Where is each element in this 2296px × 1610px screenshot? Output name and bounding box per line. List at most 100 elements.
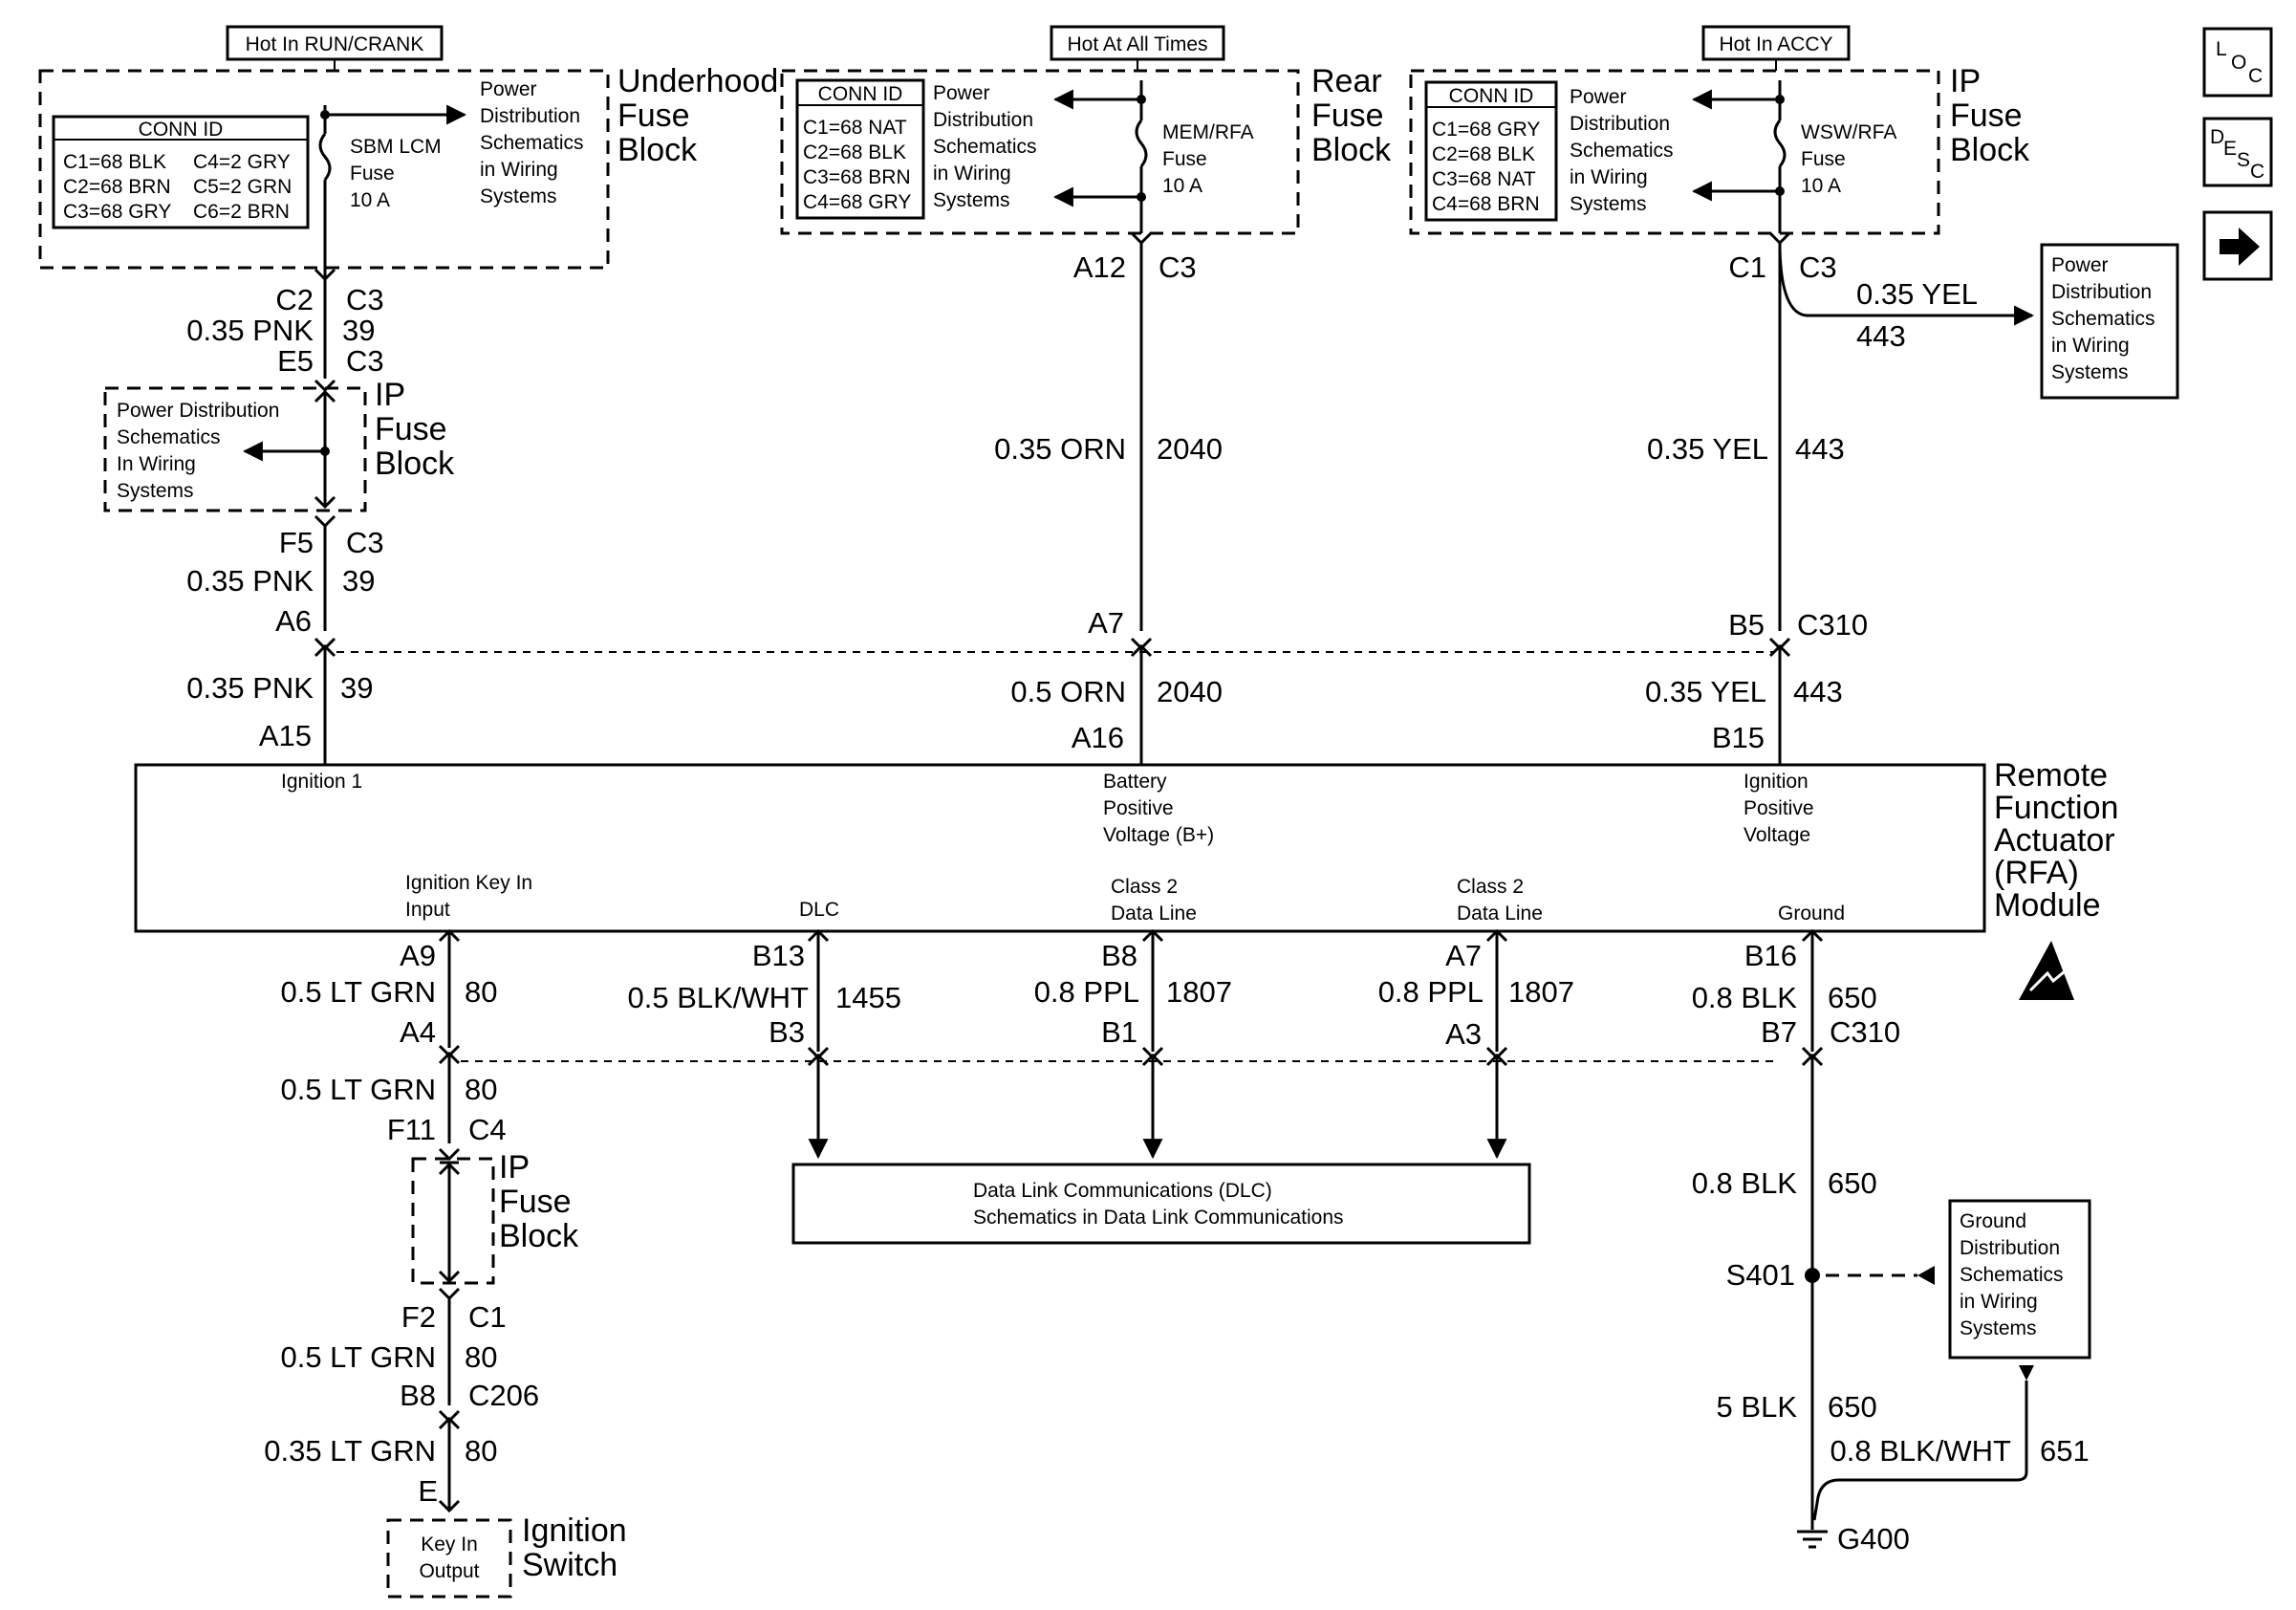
ground-ref-text: Schematics [1960, 1264, 2064, 1286]
underhood-fuse-label: SBM LCM [350, 136, 442, 158]
underhood-conn-row: C6=2 BRN [193, 201, 290, 223]
source-label-accy: Hot In ACCY [1701, 25, 1851, 61]
ip-mid-title: Fuse [375, 411, 447, 447]
connector-label: E5 [277, 344, 314, 378]
next-page-button[interactable] [2202, 210, 2273, 281]
right-ref-text: in Wiring [2051, 335, 2130, 357]
desc-button[interactable]: D E S C [2202, 117, 2273, 187]
ground-label: G400 [1837, 1522, 1910, 1556]
rear-fuse-block: Rear Fuse Block CONN ID C1=68 NAT C2=68 … [780, 63, 1392, 235]
wire-color-label: 0.8 PPL [1034, 975, 1139, 1009]
wire-color-label: 0.5 LT GRN [280, 975, 436, 1009]
rear-conn-row: C3=68 BRN [803, 166, 911, 188]
ground-ref-text: in Wiring [1960, 1291, 2038, 1313]
underhood-title-3: Block [617, 132, 698, 168]
right-ref-text: Distribution [2051, 281, 2152, 303]
ip-mid-ref-text: Systems [117, 480, 194, 502]
rear-ref-text: Distribution [933, 109, 1033, 131]
desc-letter: E [2223, 138, 2237, 160]
rfa-module: Remote Function Actuator (RFA) Module Ig… [134, 757, 2118, 933]
wire-color-label: 0.35 YEL [1647, 432, 1768, 466]
module-pin-label: Ground [1778, 903, 1845, 925]
module-pin-label: Input [405, 899, 450, 921]
ip-mid-title: IP [375, 377, 405, 413]
ip-ref-text: Distribution [1570, 113, 1670, 135]
ip-mid-ref-text: Power Distribution [117, 400, 279, 422]
connector-label: C3 [1799, 250, 1837, 284]
rear-title: Fuse [1311, 98, 1384, 134]
ground-distribution-ref: Ground Distribution Schematics in Wiring… [1948, 1199, 2091, 1360]
loc-letter: O [2231, 52, 2246, 74]
connector-label: C310 [1797, 608, 1868, 642]
module-pin-label: Positive [1744, 797, 1814, 819]
ip-ref-text: Systems [1570, 193, 1647, 215]
ignition-title: Switch [522, 1547, 617, 1583]
rear-conn-id-table [795, 78, 925, 220]
module-pin-label: Data Line [1111, 903, 1197, 925]
ip-mid-ref-text: In Wiring [117, 453, 196, 475]
rear-conn-row: C4=68 GRY [803, 191, 911, 213]
connector-label: B1 [1101, 1015, 1137, 1049]
connector-label: C4 [468, 1113, 507, 1146]
connector-label: B16 [1744, 939, 1797, 972]
connector-label: C1 [1728, 250, 1766, 284]
ground-ref-text: Distribution [1960, 1237, 2060, 1259]
underhood-conn-row: C4=2 GRY [193, 151, 291, 173]
circuit-number: 80 [465, 1340, 497, 1374]
ip-conn-row: C3=68 NAT [1432, 168, 1536, 190]
connector-label: F5 [279, 526, 314, 559]
circuit-number: 443 [1793, 675, 1843, 708]
circuit-80: A9 0.5 LT GRN 80 A4 0.5 LT GRN 80 F11 C4… [264, 928, 579, 1513]
fuse-icon [318, 133, 332, 181]
circuit-number: 80 [465, 1073, 497, 1106]
module-title: Function [1994, 790, 2118, 826]
module-pin-label: Battery [1103, 771, 1167, 793]
rear-fuse-label: MEM/RFA [1162, 121, 1254, 143]
wire-color-label: 0.8 BLK/WHT [1830, 1434, 2012, 1468]
connector-label: A3 [1445, 1017, 1482, 1051]
fuse-icon [1773, 120, 1787, 167]
desc-letter: S [2237, 149, 2250, 171]
wire-color-label: 0.8 BLK [1692, 981, 1798, 1014]
circuit-number: 650 [1828, 1166, 1877, 1200]
module-pin-label: Class 2 [1457, 876, 1524, 898]
connector-label: C1 [468, 1300, 507, 1334]
circuit-number: 651 [2040, 1434, 2090, 1468]
ip-title: Fuse [1950, 98, 2023, 134]
connector-label: B15 [1712, 721, 1765, 754]
ground-ref-text: Systems [1960, 1317, 2037, 1339]
rear-ref-text: in Wiring [933, 163, 1011, 185]
module-pin-label: Voltage (B+) [1103, 824, 1214, 846]
wire-color-label: 5 BLK [1717, 1390, 1798, 1424]
circuit-number: 1807 [1508, 975, 1574, 1009]
circuit-number: 39 [342, 564, 375, 598]
rear-fuse-label: 10 A [1162, 175, 1202, 197]
circuit-39: C2 C3 0.35 PNK 39 E5 C3 IP Fuse Block Po… [103, 268, 455, 765]
wire-color-label: 0.35 ORN [994, 432, 1126, 466]
circuit-1455: B13 0.5 BLK/WHT 1455 B3 [628, 928, 901, 1160]
splice-label: S401 [1726, 1258, 1795, 1292]
wire-color-label: 0.5 LT GRN [280, 1340, 436, 1374]
source-all-times-text: Hot At All Times [1067, 33, 1207, 55]
connector-label: E [418, 1474, 438, 1508]
right-arrow-icon [2220, 228, 2260, 266]
ignition-pin-label: Key In [421, 1534, 478, 1556]
wire-color-label: 0.5 LT GRN [280, 1073, 436, 1106]
module-pin-label: Ignition 1 [281, 771, 362, 793]
underhood-ref-text: Distribution [480, 105, 580, 127]
module-pin-label: Ignition Key In [405, 872, 532, 894]
connector-label: B13 [752, 939, 805, 972]
dlc-box-text: Schematics in Data Link Communications [973, 1207, 1344, 1229]
wire-color-label: 0.8 PPL [1378, 975, 1484, 1009]
desc-letter: D [2210, 126, 2224, 148]
circuit-number: 443 [1856, 319, 1906, 353]
module-pin-label: Class 2 [1111, 876, 1178, 898]
wire-color-label: 0.8 BLK [1692, 1166, 1798, 1200]
connector-label: A7 [1445, 939, 1482, 972]
underhood-ref-text: in Wiring [480, 159, 558, 181]
ip-fuse-label: Fuse [1801, 148, 1846, 170]
module-pin-label: Positive [1103, 797, 1174, 819]
loc-button[interactable]: L O C [2202, 27, 2273, 98]
